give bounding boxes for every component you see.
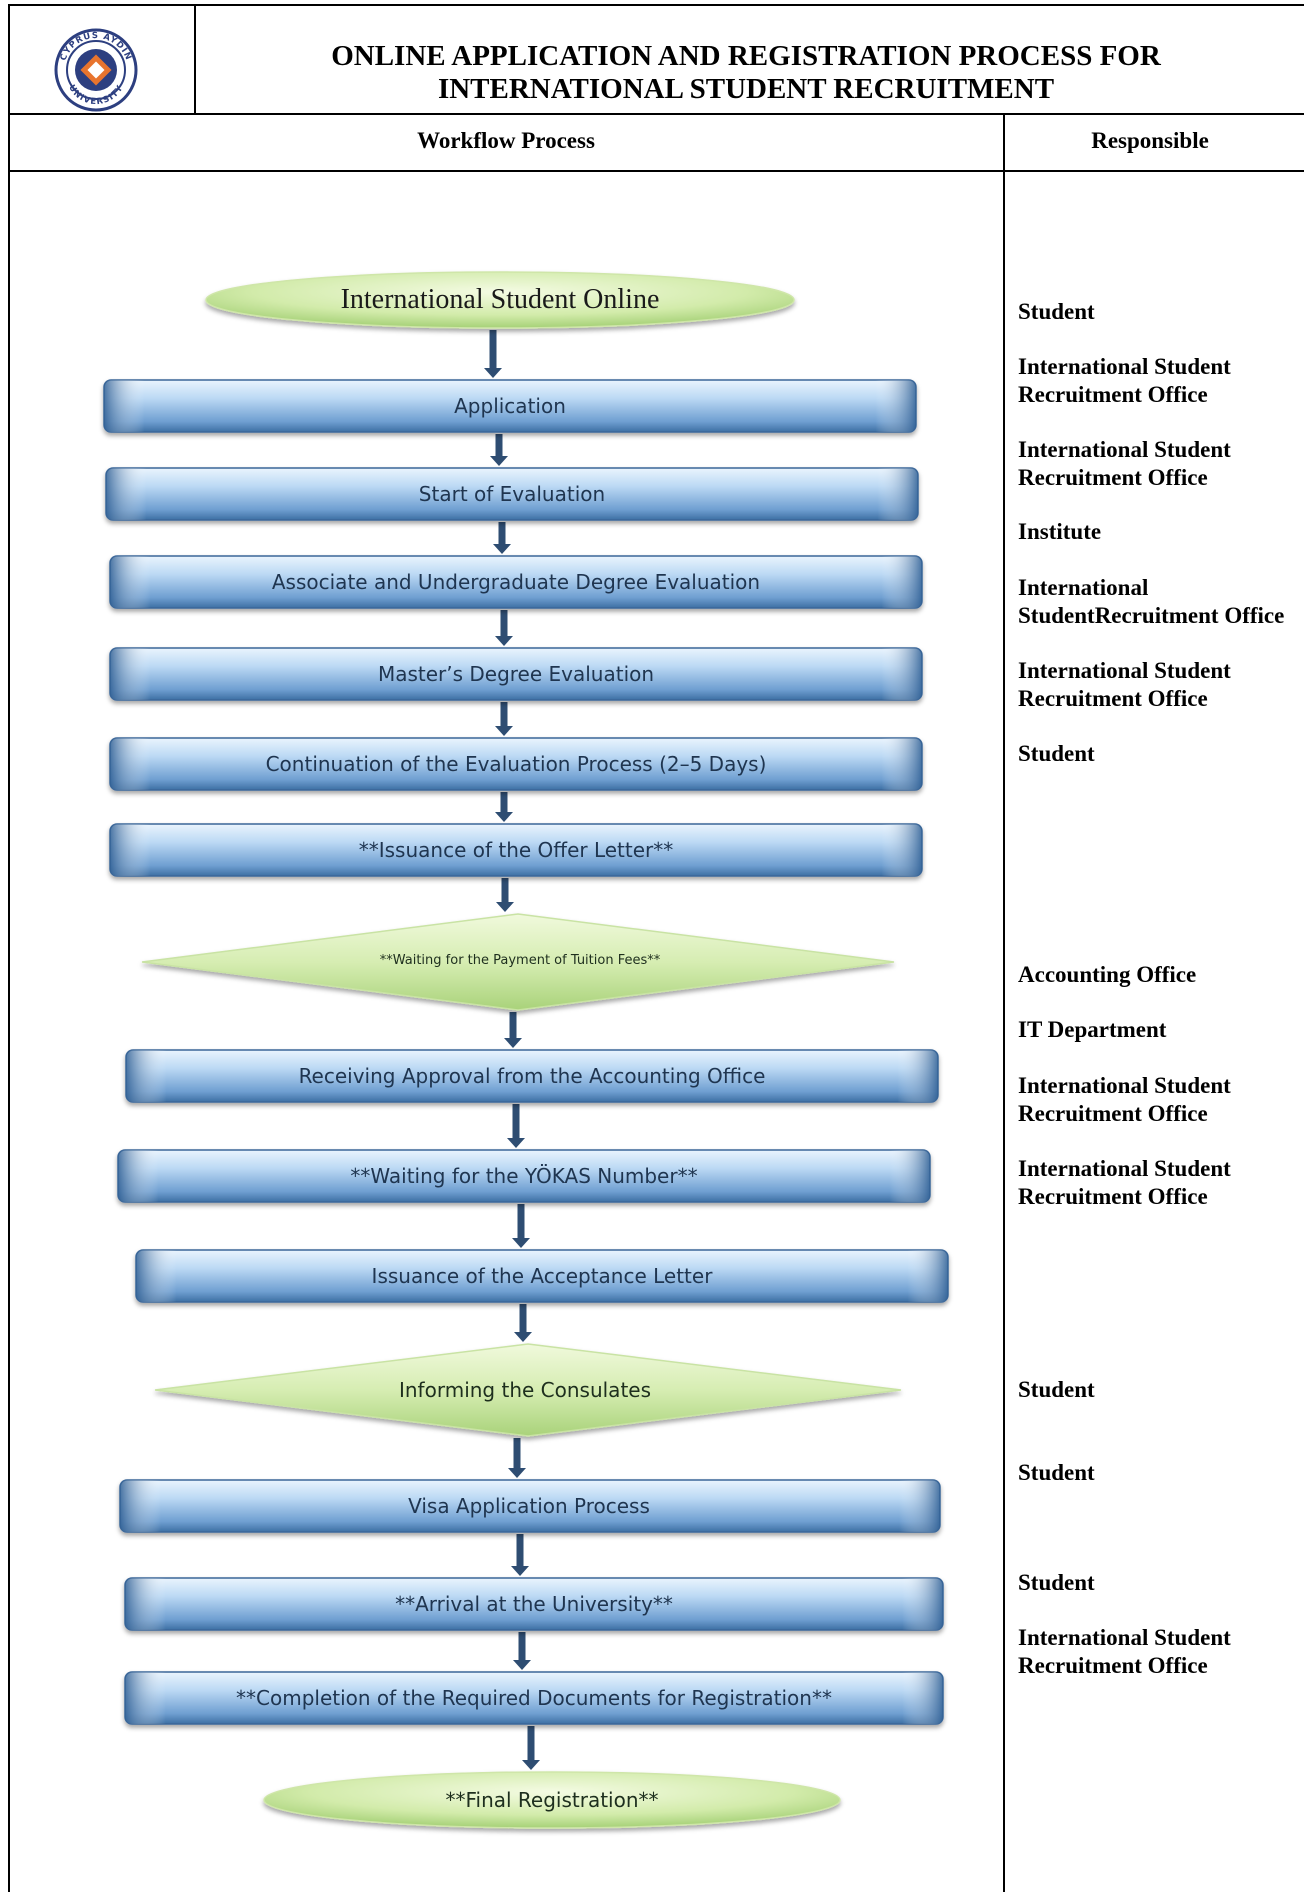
step-payment-waiting: **Waiting for the Payment of Tuition Fee… [379, 952, 661, 968]
flow-shape-arrival-box [124, 1577, 944, 1631]
flow-shape-accounting-box [125, 1049, 939, 1103]
responsible-item: Student [1018, 1570, 1095, 1595]
step-undergraduate-evaluation: Associate and Undergraduate Degree Evalu… [271, 570, 761, 594]
flow-arrow [513, 1632, 531, 1670]
step-start-evaluation: Start of Evaluation [418, 482, 606, 506]
step-masters-evaluation: Master’s Degree Evaluation [377, 662, 655, 686]
step-acceptance-letter: Issuance of the Acceptance Letter [371, 1264, 713, 1288]
step-application: Application [454, 394, 566, 418]
title-line-2: INTERNATIONAL STUDENT RECRUITMENT [437, 73, 1055, 105]
flow-arrow [522, 1726, 540, 1770]
responsible-item: IT Department [1018, 1017, 1167, 1042]
flow-shape-start-oval [205, 271, 795, 329]
flow-arrow [514, 1304, 532, 1342]
flow-arrow [484, 330, 502, 378]
flow-arrow [504, 1012, 522, 1048]
flow-arrow [508, 1438, 526, 1478]
flow-shape-payment-diamond [141, 913, 895, 1011]
flow-shape-final-oval [263, 1771, 841, 1829]
flow-arrow [495, 610, 513, 646]
flow-shape-undergraduate-box [109, 555, 923, 609]
flow-shape-start-evaluation-box [105, 467, 919, 521]
column-divider [1003, 113, 1005, 1892]
step-offer-letter: **Issuance of the Offer Letter** [358, 838, 674, 862]
flow-shape-yokas-box [117, 1149, 931, 1203]
flow-arrow [496, 878, 514, 912]
title-line-1: ONLINE APPLICATION AND REGISTRATION PROC… [331, 40, 1161, 72]
step-continuation: Continuation of the Evaluation Process (… [265, 752, 767, 776]
responsible-item: Institute [1018, 519, 1102, 544]
responsible-item: Student [1018, 741, 1095, 766]
flow-arrow [495, 792, 513, 822]
flow-shape-consulates-diamond [154, 1343, 902, 1437]
responsible-item: Accounting Office [1018, 962, 1197, 987]
flow-arrow [495, 702, 513, 736]
step-accounting-approval: Receiving Approval from the Accounting O… [298, 1064, 766, 1088]
flow-shape-masters-box [109, 647, 923, 701]
responsible-column-header: Responsible [1091, 128, 1209, 153]
header-bottom-border [8, 113, 1304, 115]
flow-arrow [511, 1534, 529, 1576]
workflow-column-header: Workflow Process [417, 128, 595, 153]
flow-shape-documents-box [124, 1671, 944, 1725]
frame-left-border [8, 4, 10, 1892]
step-yokas-number: **Waiting for the YÖKAS Number** [350, 1164, 698, 1188]
flow-arrow [507, 1104, 525, 1148]
step-informing-consulates: Informing the Consulates [398, 1378, 652, 1402]
university-logo: CYPRUS AYDIN UNIVERSITY [54, 28, 138, 112]
flow-arrow [490, 434, 508, 466]
logo-cell-divider [194, 4, 196, 114]
column-header-bottom-border [8, 170, 1304, 172]
step-final-registration: **Final Registration** [445, 1788, 659, 1812]
flow-arrow [512, 1204, 530, 1248]
flow-shape-continuation-box [109, 737, 923, 791]
flow-shape-acceptance-box [135, 1249, 949, 1303]
flow-arrows [484, 330, 540, 1770]
page-title: ONLINE APPLICATION AND REGISTRATION PROC… [196, 40, 1296, 106]
step-visa-application: Visa Application Process [408, 1494, 650, 1518]
flow-shape-visa-box [119, 1479, 941, 1533]
responsible-item: Student [1018, 1460, 1095, 1485]
flow-shapes [103, 271, 949, 1829]
frame-top-border [8, 4, 1304, 6]
step-required-documents: **Completion of the Required Documents f… [236, 1686, 832, 1710]
flow-shape-offer-letter-box [109, 823, 923, 877]
flow-shape-application-box [103, 379, 917, 433]
step-arrival-university: **Arrival at the University** [395, 1592, 673, 1616]
responsible-item: Student [1018, 1377, 1095, 1402]
responsible-item: Student [1018, 299, 1095, 324]
step-start-online: International Student Online [340, 284, 660, 315]
flow-arrow [493, 522, 511, 554]
